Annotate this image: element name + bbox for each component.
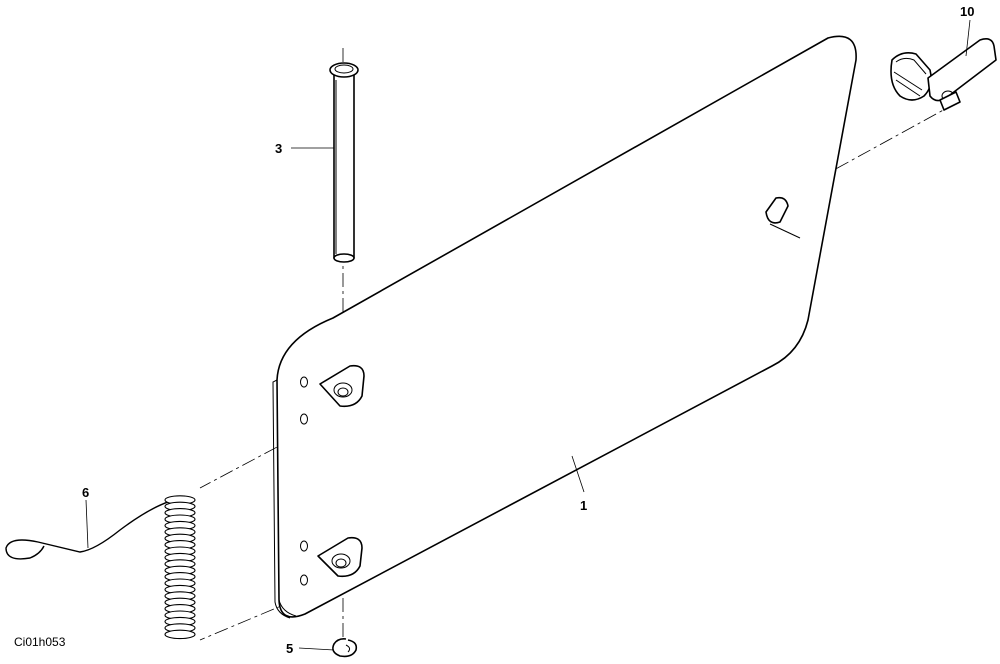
callout-retaining-ring: 5 [286,641,293,656]
callout-torsion-spring: 6 [82,485,89,500]
callout-door-panel: 1 [580,498,587,513]
hinge-pin [329,62,359,263]
mounting-holes [300,376,308,586]
cam-lock [890,38,997,111]
drawing-reference-code: Ci01h053 [14,635,66,649]
callout-cam-lock: 10 [960,4,974,19]
torsion-spring [5,495,196,640]
upper-hinge-bracket [319,364,365,408]
cam-lock-slot [765,196,801,239]
retaining-ring [332,638,358,658]
lower-hinge-bracket [317,536,363,578]
callout-hinge-pin: 3 [275,141,282,156]
spring-coil [164,629,196,640]
door-panel [272,35,857,619]
leader-lines [85,19,971,651]
